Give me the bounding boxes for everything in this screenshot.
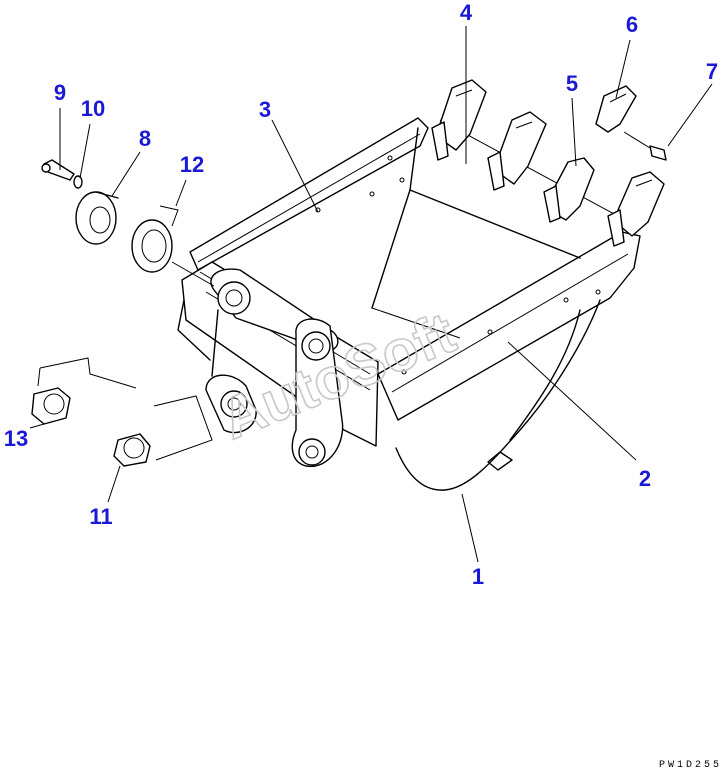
tooth-4: [607, 171, 665, 247]
tooth-1: [431, 79, 487, 161]
callout-6: 6: [626, 12, 638, 37]
callout-7: 7: [706, 59, 718, 84]
hinge-bracket: [205, 268, 344, 467]
callout-1: 1: [472, 564, 484, 589]
plate-holes: [315, 155, 601, 375]
callout-13: 13: [4, 426, 28, 451]
o-ring: [131, 205, 215, 287]
callout-3: 3: [259, 97, 271, 122]
washer: [73, 175, 83, 189]
callouts: 1 2 3 4 5 6 7 8 9 10 11 12 13: [4, 0, 718, 589]
callout-4: 4: [460, 0, 473, 25]
pin: [623, 131, 667, 161]
teeth-row: [431, 79, 667, 247]
callout-10: 10: [81, 96, 105, 121]
callout-8: 8: [139, 126, 151, 151]
shim: [75, 191, 119, 245]
bushing-11: [113, 395, 213, 467]
leader-lines: [29, 26, 713, 563]
callout-11: 11: [89, 504, 112, 529]
tooth-2: [487, 111, 547, 191]
drawing-code: PW1D255: [659, 760, 722, 771]
callout-5: 5: [566, 71, 578, 96]
callout-2: 2: [639, 466, 651, 491]
callout-9: 9: [54, 80, 66, 105]
callout-12: 12: [180, 152, 204, 177]
bushing-13: [31, 357, 137, 425]
tooth-3: [543, 157, 595, 223]
bolt: [41, 159, 75, 181]
tooth-exploded: [595, 85, 637, 133]
